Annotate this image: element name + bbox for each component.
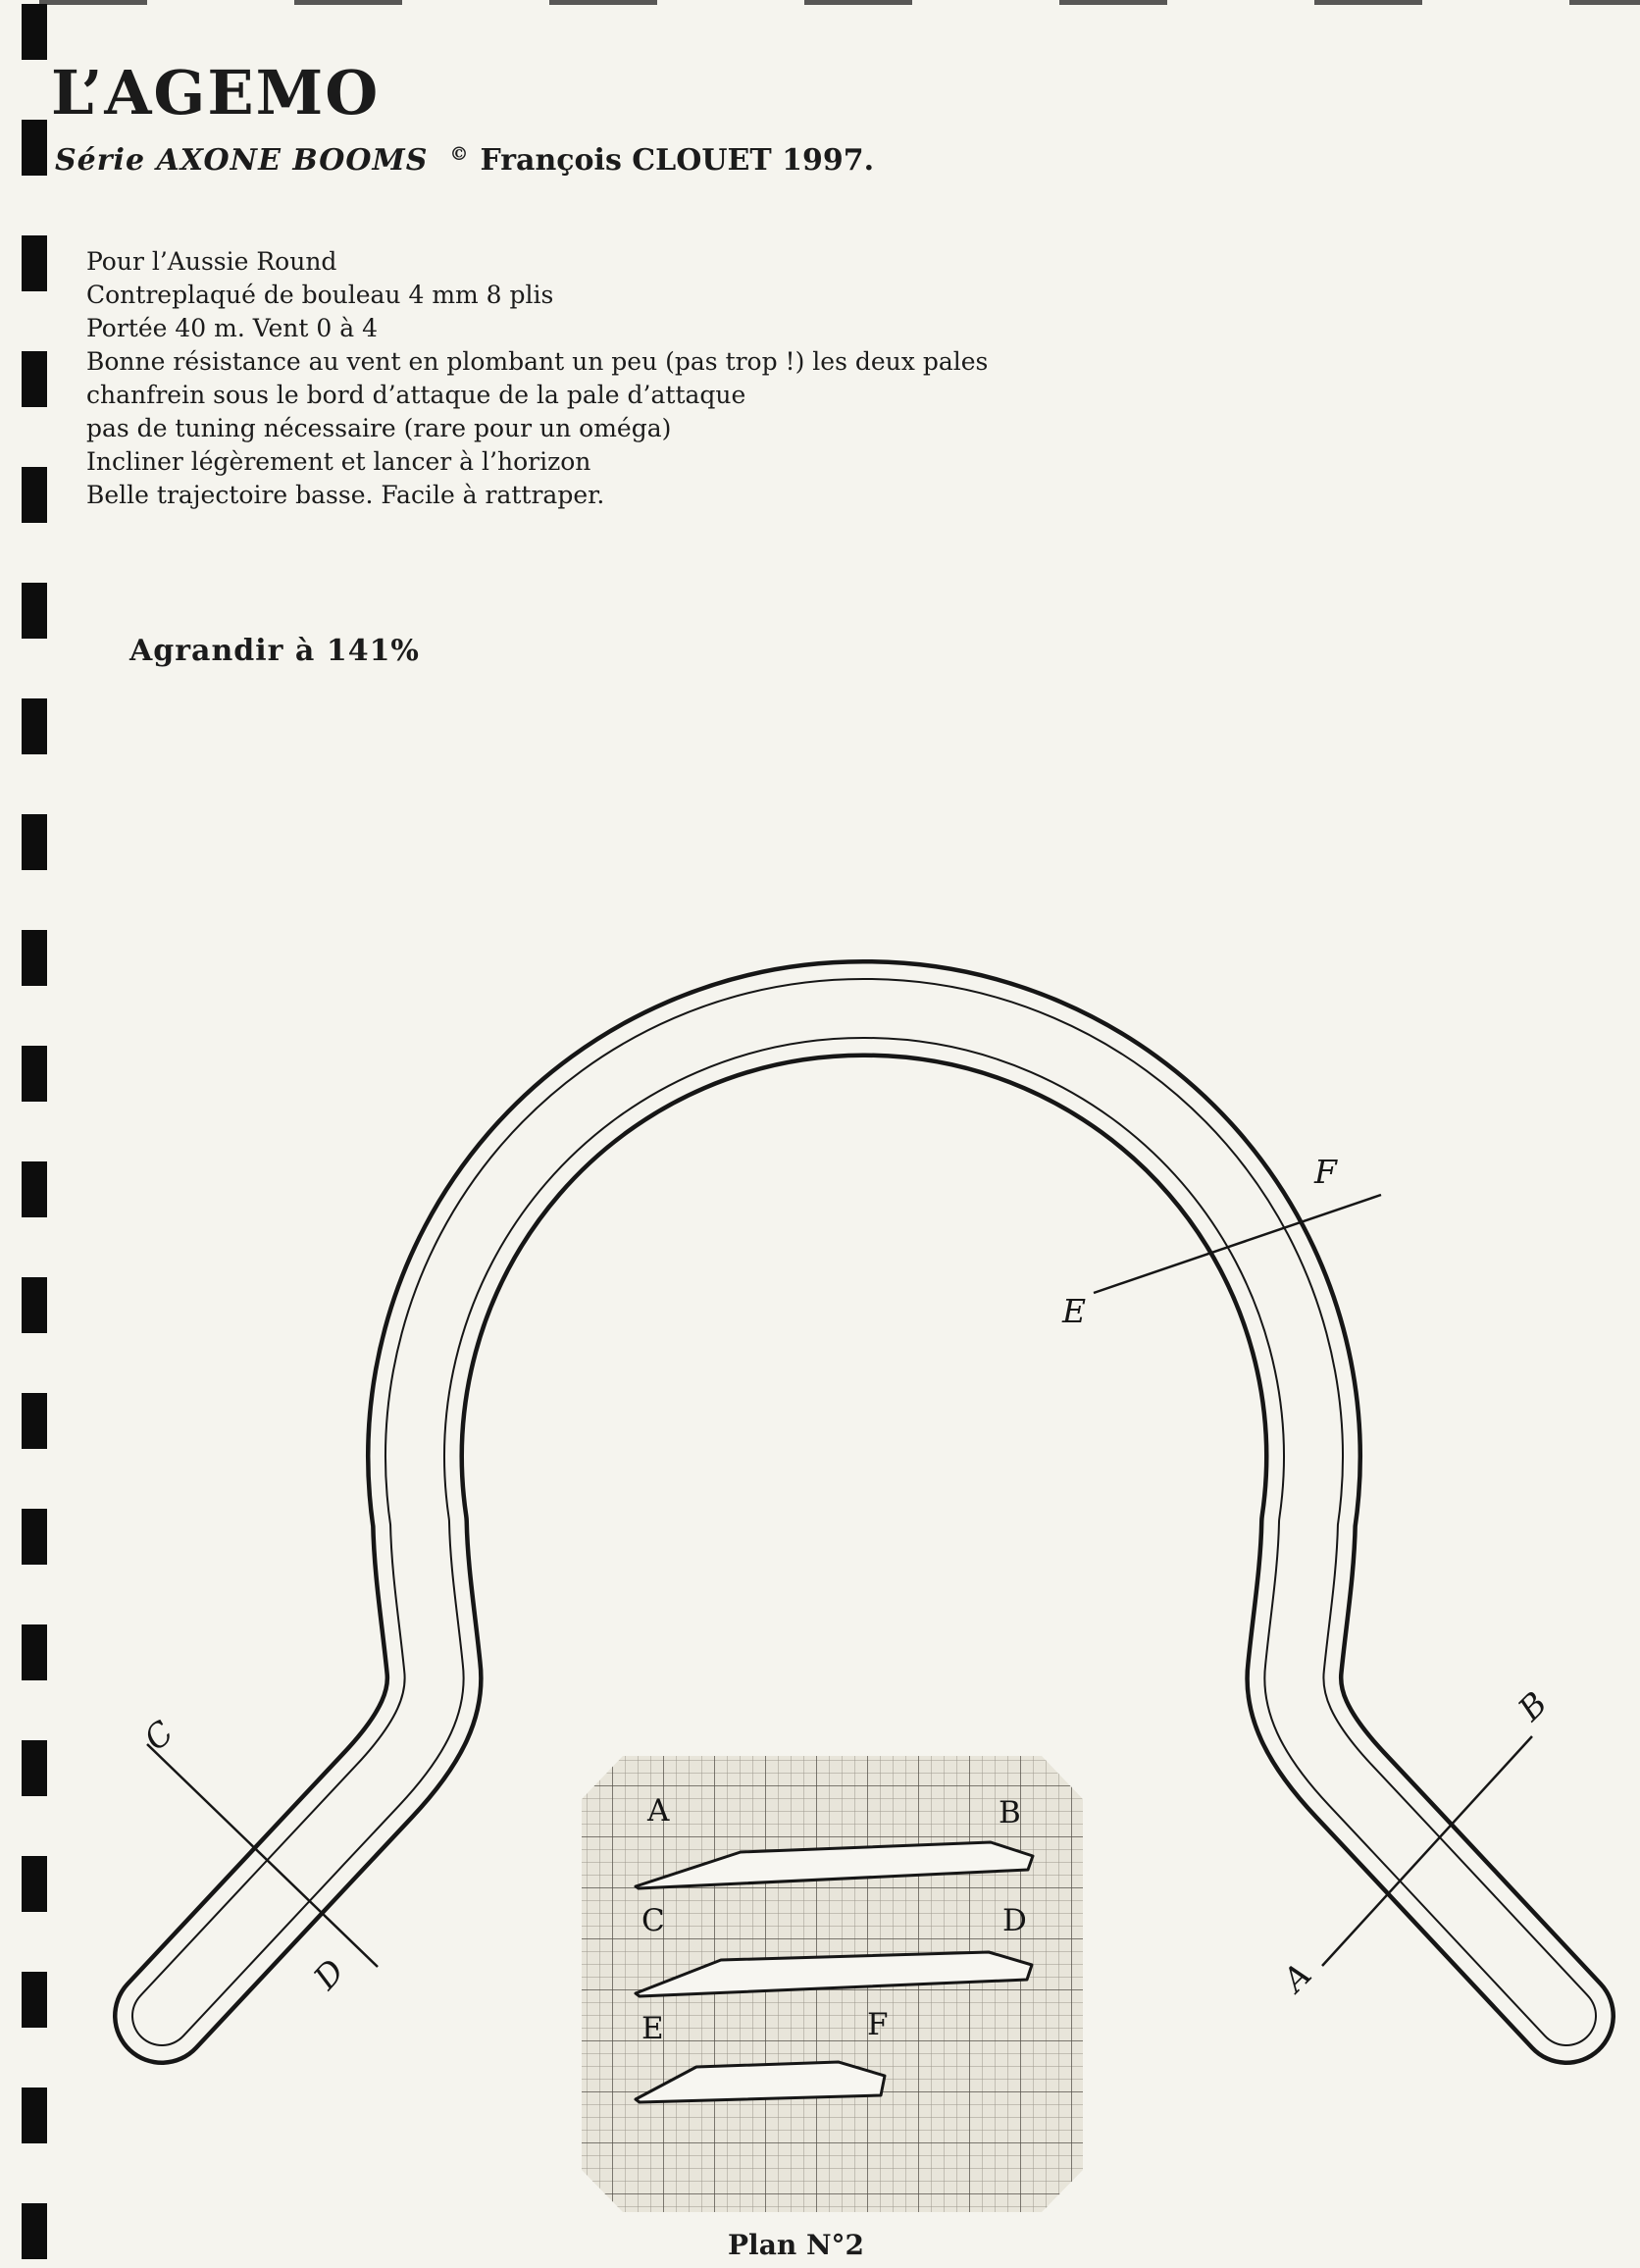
section-lines <box>146 1193 1533 1968</box>
panel-label-e: E <box>641 2011 664 2046</box>
author-credit: François CLOUET 1997. <box>480 143 875 178</box>
panel-label-d: D <box>1002 1903 1027 1938</box>
series-line: Série AXONE BOOMS © François CLOUET 1997. <box>55 143 874 178</box>
copyright-symbol: © <box>449 143 469 165</box>
page-title: L’AGEMO <box>51 57 381 129</box>
cross-section-ef <box>634 2060 887 2104</box>
description-line: Pour l’Aussie Round <box>86 247 337 276</box>
description-line: Belle trajectoire basse. Facile à rattra… <box>86 481 605 509</box>
panel-labels: A B C D E F <box>641 1793 1027 2046</box>
section-label-e: E <box>1061 1292 1086 1330</box>
section-line-ab <box>1321 1735 1533 1967</box>
section-line-cd <box>146 1743 379 1968</box>
cross-section-ab <box>634 1840 1035 1890</box>
section-label-f: F <box>1313 1153 1338 1191</box>
binding-holes <box>22 4 47 2264</box>
description-block: Pour l’Aussie Round Contreplaqué de boul… <box>86 245 988 512</box>
panel-label-f: F <box>867 2007 889 2042</box>
panel-label-a: A <box>646 1793 670 1829</box>
panel-label-c: C <box>641 1903 665 1938</box>
section-line-ef <box>1093 1193 1382 1295</box>
description-line: chanfrein sous le bord d’attaque de la p… <box>86 381 746 409</box>
section-label-b: B <box>1510 1684 1554 1728</box>
boomerang-outline <box>113 958 1615 2065</box>
series-name: Série AXONE BOOMS <box>55 143 429 178</box>
description-line: Bonne résistance au vent en plombant un … <box>86 347 989 376</box>
description-line: Contreplaqué de bouleau 4 mm 8 plis <box>86 281 554 309</box>
plan-number: Plan N°2 <box>728 2229 865 2261</box>
scan-edge-artifact <box>0 0 1640 5</box>
description-line: Incliner légèrement et lancer à l’horizo… <box>86 447 591 476</box>
section-label-a: A <box>1273 1955 1319 2001</box>
description-line: Portée 40 m. Vent 0 à 4 <box>86 314 379 342</box>
cross-sections-panel: A B C D E F <box>582 1756 1083 2212</box>
enlarge-note: Agrandir à 141% <box>129 634 420 668</box>
section-label-c: C <box>136 1713 180 1758</box>
panel-label-b: B <box>999 1795 1021 1830</box>
section-label-d: D <box>305 1952 351 1998</box>
cross-section-cd <box>634 1950 1034 1998</box>
description-line: pas de tuning nécessaire (rare pour un o… <box>86 414 672 442</box>
